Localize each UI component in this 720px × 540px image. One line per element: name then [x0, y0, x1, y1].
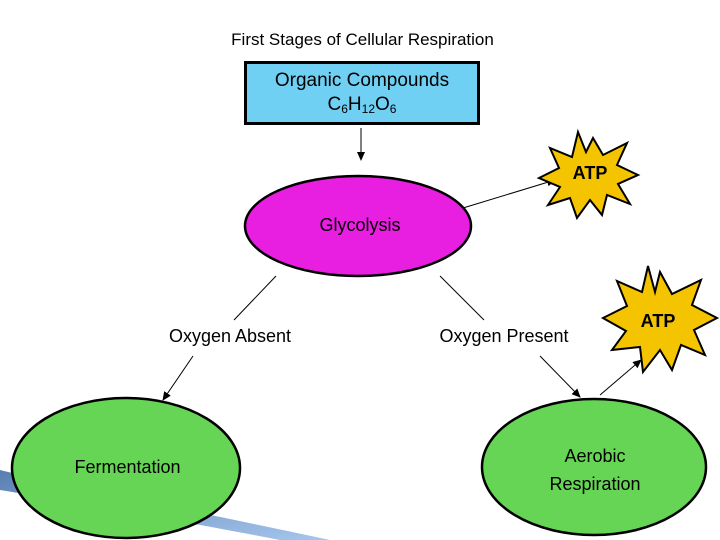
arrow-atp-from-glycolysis [462, 178, 556, 209]
oxygen-absent-label: Oxygen Absent [150, 326, 310, 347]
organic-compounds-label: Organic Compounds [274, 70, 450, 91]
connector-glycolysis-to-present [439, 275, 485, 321]
organic-compounds-box: Organic Compounds C6H12O6 [244, 61, 480, 125]
glucose-formula: C6H12O6 [247, 93, 477, 117]
aerobic-respiration-label: Aerobic Respiration [510, 442, 680, 498]
arrow-atp-from-aerobic [599, 359, 642, 396]
atp-top-burst [536, 128, 641, 221]
arrow-absent-to-fermentation [162, 355, 194, 401]
formula-o-sub: 6 [389, 102, 397, 116]
formula-c-sub: 6 [341, 102, 348, 116]
fermentation-label: Fermentation [74, 457, 181, 477]
oxygen-present-label: Oxygen Present [424, 326, 584, 347]
connector-glycolysis-to-absent [233, 275, 277, 321]
slide-title: First Stages of Cellular Respiration [231, 30, 494, 49]
arrow-present-to-aerobic [539, 355, 581, 398]
formula-c: C [327, 94, 342, 115]
glycolysis-node [243, 174, 473, 278]
atp-right-burst [600, 265, 720, 375]
fermentation-node [10, 396, 242, 540]
glycolysis-label: Glycolysis [319, 215, 401, 235]
formula-o: O [375, 94, 390, 115]
formula-h-sub: 12 [361, 102, 376, 116]
aerobic-line2: Respiration [549, 474, 641, 494]
aerobic-node [480, 397, 708, 537]
atp-top-label: ATP [572, 163, 608, 183]
atp-right-label: ATP [640, 311, 676, 331]
formula-h: H [347, 94, 362, 115]
aerobic-line1: Aerobic [564, 446, 626, 466]
